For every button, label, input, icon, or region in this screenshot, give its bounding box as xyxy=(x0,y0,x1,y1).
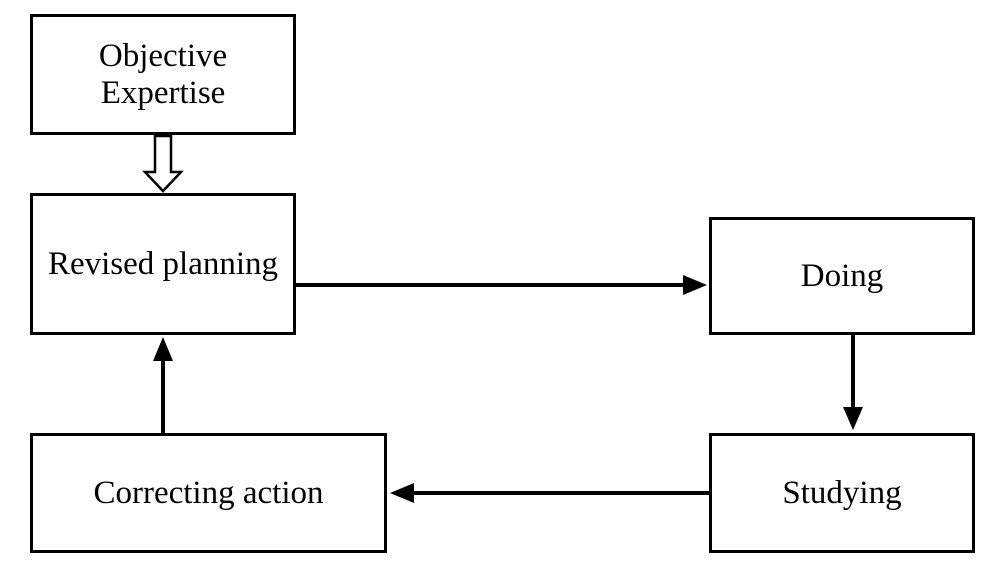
node-objective-expertise-label: Objective Expertise xyxy=(98,37,228,111)
node-objective-expertise: Objective Expertise xyxy=(30,14,296,135)
arrow-objective-to-planning xyxy=(142,134,184,193)
node-revised-planning-label: Revised planning xyxy=(47,245,279,282)
arrow-studying-to-correcting xyxy=(390,483,709,503)
node-correcting-action-label: Correcting action xyxy=(93,474,324,511)
node-studying-label: Studying xyxy=(782,474,902,511)
arrow-doing-to-studying xyxy=(843,335,863,430)
arrow-planning-to-doing xyxy=(296,275,707,295)
node-doing-label: Doing xyxy=(800,257,884,294)
node-correcting-action: Correcting action xyxy=(30,433,387,553)
node-studying: Studying xyxy=(709,433,975,553)
node-revised-planning: Revised planning xyxy=(30,193,296,335)
arrow-correcting-to-planning xyxy=(153,337,173,433)
node-doing: Doing xyxy=(709,217,975,335)
